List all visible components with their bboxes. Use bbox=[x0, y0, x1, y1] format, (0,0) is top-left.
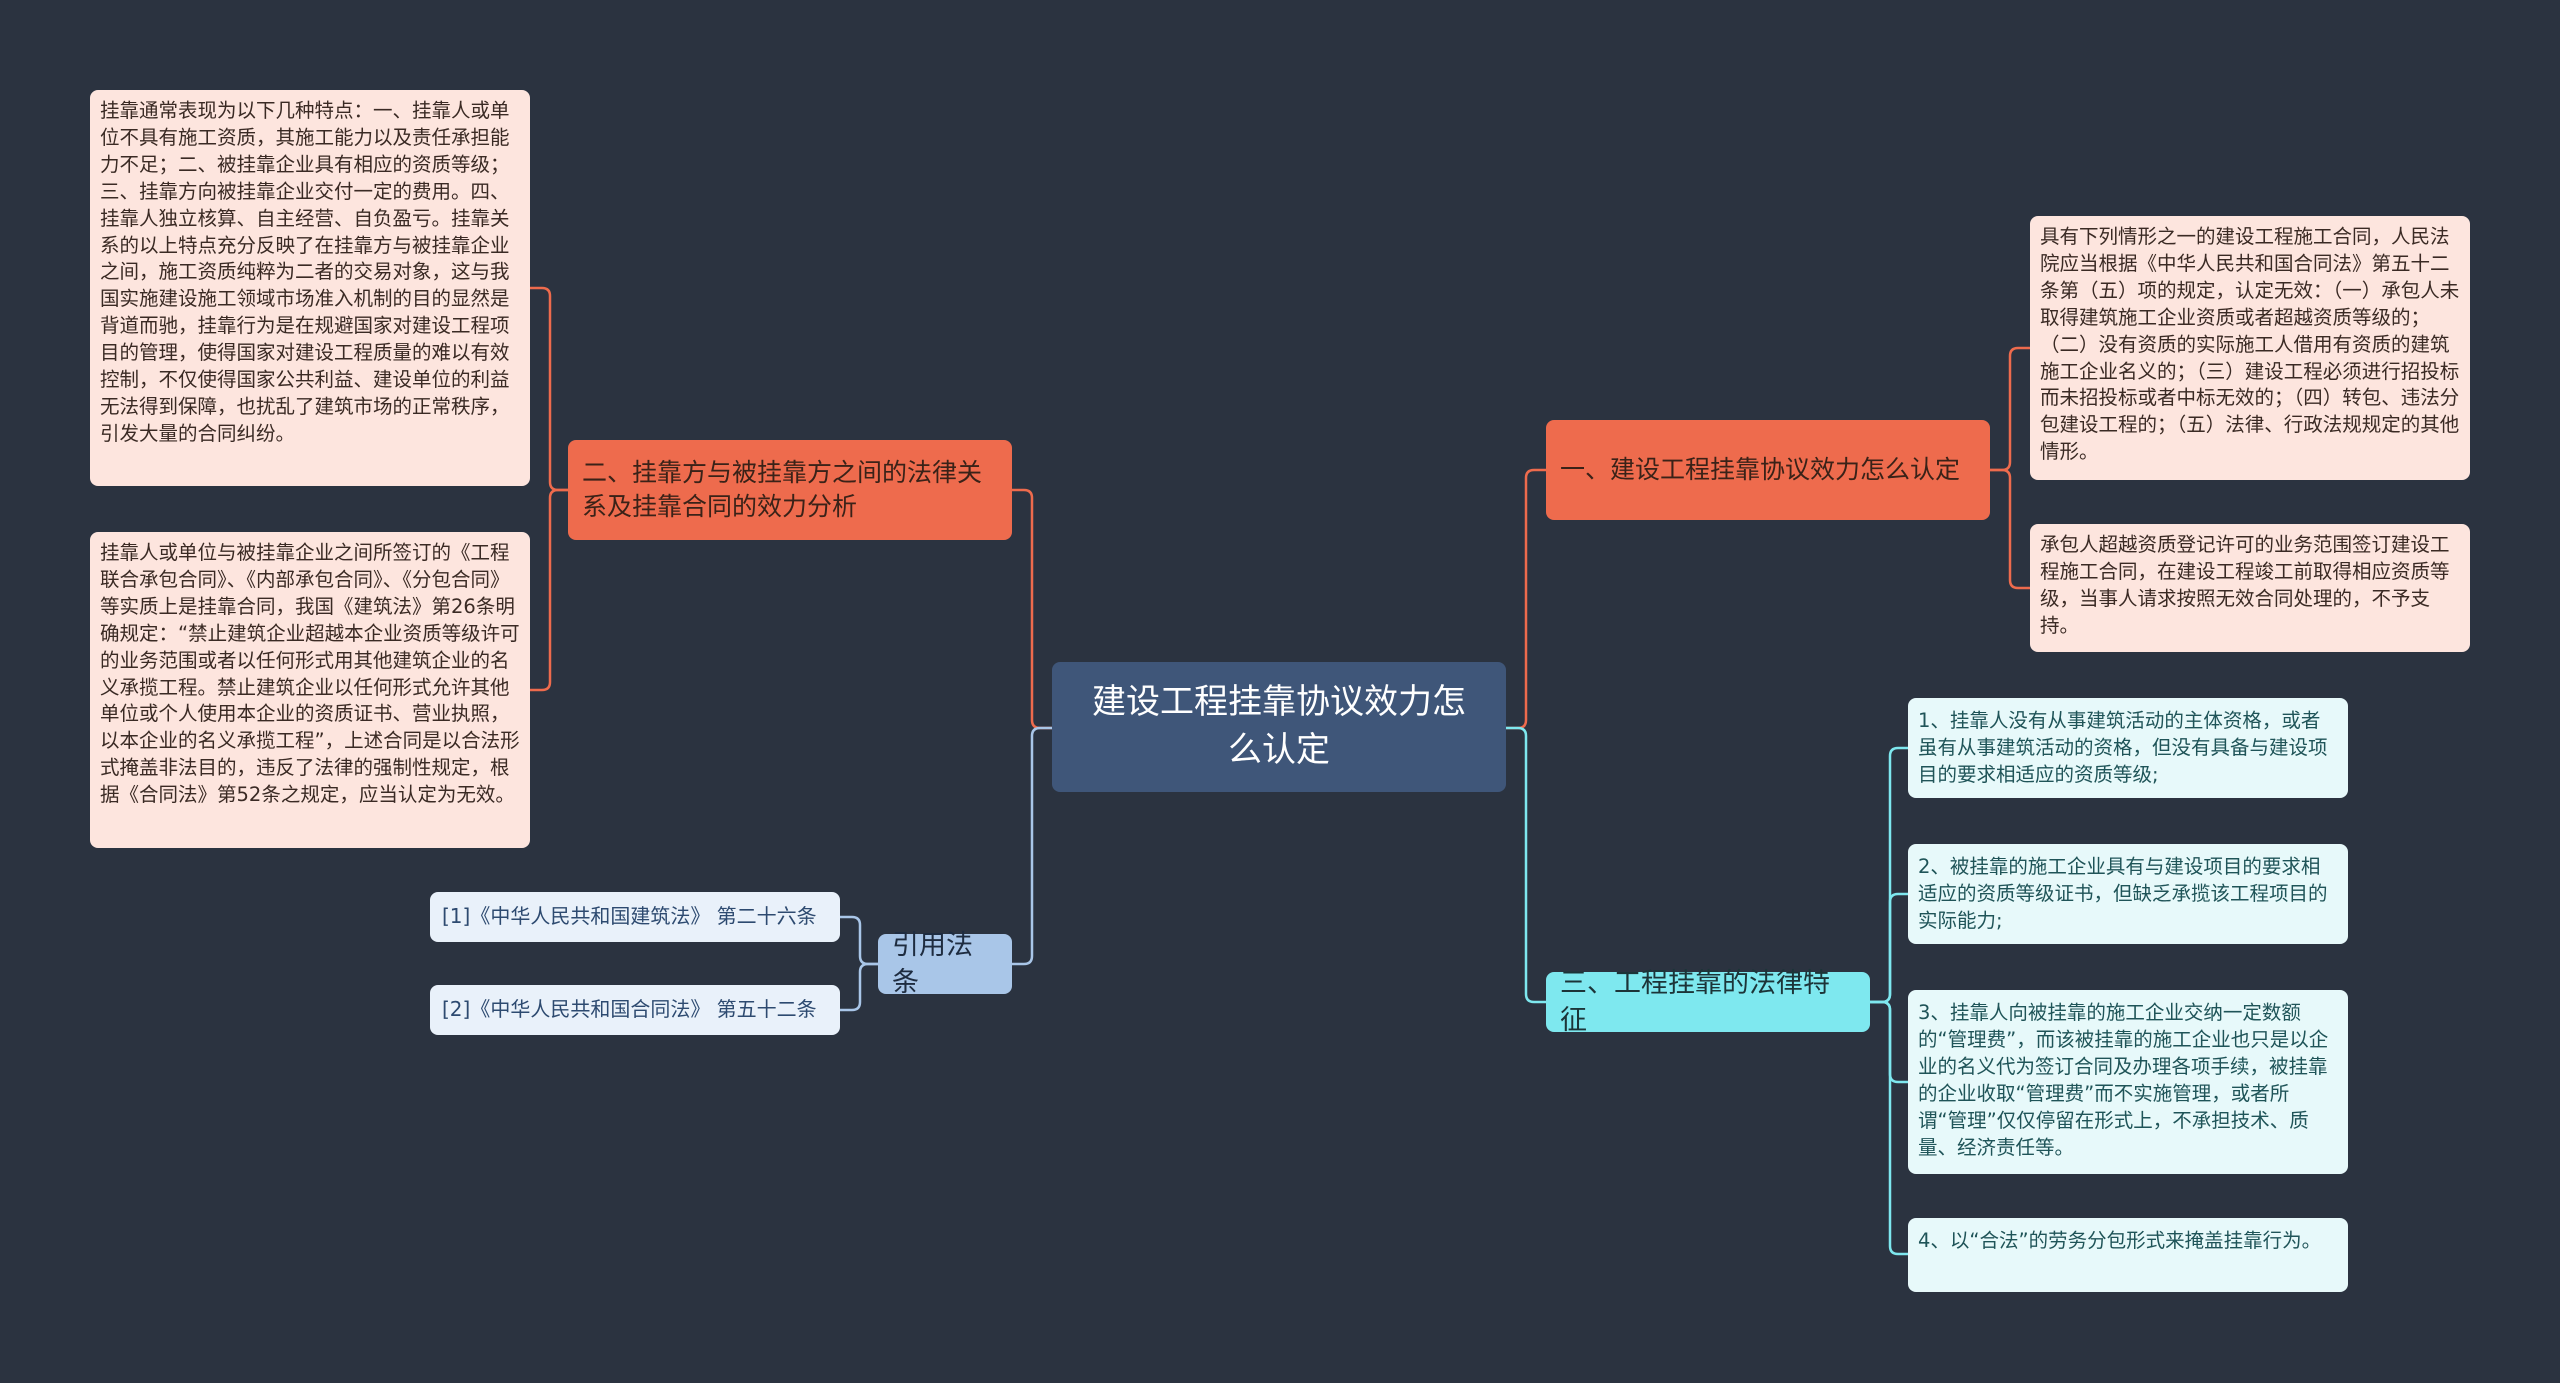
leaf-b3-4-text: 4、以“合法”的劳务分包形式来掩盖挂靠行为。 bbox=[1918, 1229, 2322, 1252]
root-topic-label: 建设工程挂靠协议效力怎么认定 bbox=[1092, 682, 1466, 770]
leaf-b3-3-text: 3、挂靠人向被挂靠的施工企业交纳一定数额的“管理费”，而该被挂靠的施工企业也只是… bbox=[1918, 1001, 2329, 1159]
link-b2-leaf2 bbox=[530, 488, 568, 692]
leaf-b3-2-text: 2、被挂靠的施工企业具有与建设项目的要求相适应的资质等级证书，但缺乏承揽该工程项… bbox=[1918, 855, 2328, 932]
leaf-b2-2[interactable]: 挂靠人或单位与被挂靠企业之间所签订的《工程联合承包合同》、《内部承包合同》、《分… bbox=[90, 532, 530, 848]
link-root-b1 bbox=[1506, 468, 1546, 730]
leaf-b4-1-text: [1]《中华人民共和国建筑法》 第二十六条 bbox=[442, 904, 817, 929]
leaf-b1-1[interactable]: 具有下列情形之一的建设工程施工合同，人民法院应当根据《中华人民共和国合同法》第五… bbox=[2030, 216, 2470, 480]
leaf-b1-1-text: 具有下列情形之一的建设工程施工合同，人民法院应当根据《中华人民共和国合同法》第五… bbox=[2040, 225, 2460, 464]
root-topic[interactable]: 建设工程挂靠协议效力怎么认定 bbox=[1052, 662, 1506, 792]
link-root-b3 bbox=[1506, 726, 1546, 1004]
link-root-b2 bbox=[1012, 488, 1052, 730]
leaf-b3-4[interactable]: 4、以“合法”的劳务分包形式来掩盖挂靠行为。 bbox=[1908, 1218, 2348, 1292]
leaf-b2-2-text: 挂靠人或单位与被挂靠企业之间所签订的《工程联合承包合同》、《内部承包合同》、《分… bbox=[100, 541, 520, 807]
branch-b1[interactable]: 一、建设工程挂靠协议效力怎么认定 bbox=[1546, 420, 1990, 520]
branch-b3-label: 三、工程挂靠的法律特征 bbox=[1560, 967, 1830, 1036]
branch-b4-label: 引用法条 bbox=[892, 929, 973, 998]
link-b1-leaf1 bbox=[1990, 346, 2030, 472]
leaf-b1-2[interactable]: 承包人超越资质登记许可的业务范围签订建设工程施工合同，在建设工程竣工前取得相应资… bbox=[2030, 524, 2470, 652]
link-b4-leaf1 bbox=[840, 915, 878, 966]
link-b1-leaf2 bbox=[1990, 468, 2030, 590]
leaf-b3-3[interactable]: 3、挂靠人向被挂靠的施工企业交纳一定数额的“管理费”，而该被挂靠的施工企业也只是… bbox=[1908, 990, 2348, 1174]
leaf-b4-2-text: [2]《中华人民共和国合同法》 第五十二条 bbox=[442, 997, 817, 1022]
branch-b2-label: 二、挂靠方与被挂靠方之间的法律关系及挂靠合同的效力分析 bbox=[582, 457, 983, 522]
link-b4-leaf2 bbox=[840, 962, 878, 1012]
branch-b1-label: 一、建设工程挂靠协议效力怎么认定 bbox=[1560, 454, 1961, 484]
leaf-b3-1-text: 1、挂靠人没有从事建筑活动的主体资格，或者虽有从事建筑活动的资格，但没有具备与建… bbox=[1918, 709, 2328, 786]
link-b3-leaf2 bbox=[1870, 892, 1908, 1004]
link-b2-leaf1 bbox=[530, 286, 568, 492]
branch-b3[interactable]: 三、工程挂靠的法律特征 bbox=[1546, 968, 1870, 1036]
leaf-b4-1[interactable]: [1]《中华人民共和国建筑法》 第二十六条 bbox=[430, 892, 840, 942]
branch-b2[interactable]: 二、挂靠方与被挂靠方之间的法律关系及挂靠合同的效力分析 bbox=[568, 440, 1012, 540]
branch-b4[interactable]: 引用法条 bbox=[878, 930, 1012, 998]
link-root-b4 bbox=[1012, 726, 1052, 966]
link-b3-leaf4 bbox=[1870, 1000, 1908, 1256]
leaf-b2-1[interactable]: 挂靠通常表现为以下几种特点：一、挂靠人或单位不具有施工资质，其施工能力以及责任承… bbox=[90, 90, 530, 486]
leaf-b1-2-text: 承包人超越资质登记许可的业务范围签订建设工程施工合同，在建设工程竣工前取得相应资… bbox=[2040, 533, 2450, 637]
leaf-b3-2[interactable]: 2、被挂靠的施工企业具有与建设项目的要求相适应的资质等级证书，但缺乏承揽该工程项… bbox=[1908, 844, 2348, 944]
leaf-b3-1[interactable]: 1、挂靠人没有从事建筑活动的主体资格，或者虽有从事建筑活动的资格，但没有具备与建… bbox=[1908, 698, 2348, 798]
leaf-b2-1-text: 挂靠通常表现为以下几种特点：一、挂靠人或单位不具有施工资质，其施工能力以及责任承… bbox=[100, 99, 510, 445]
leaf-b4-2[interactable]: [2]《中华人民共和国合同法》 第五十二条 bbox=[430, 985, 840, 1035]
